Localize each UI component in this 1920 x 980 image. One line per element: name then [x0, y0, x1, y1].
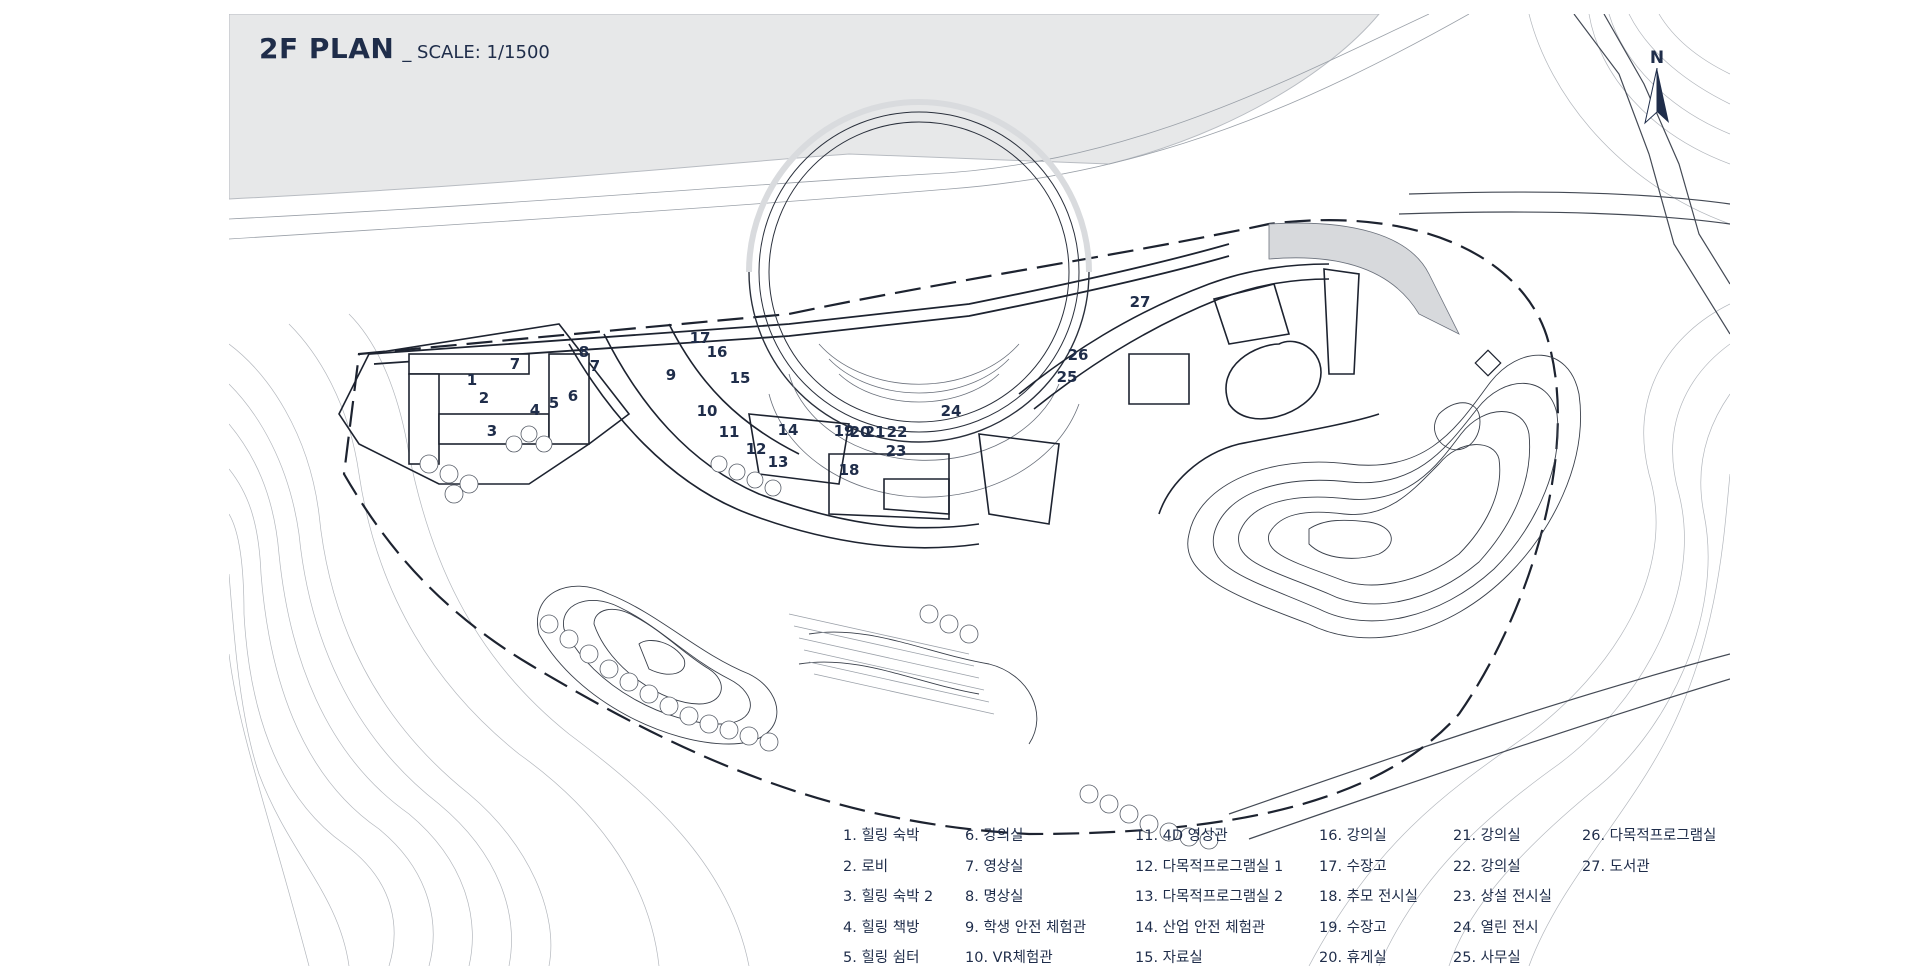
water-area [229, 14, 1380, 200]
title-block: 2F PLAN _ SCALE: 1/1500 [259, 32, 550, 65]
room-label-15: 15 [729, 369, 751, 387]
main-building-arc [568, 323, 1060, 549]
legend-column: 11. 4D 영상관 12. 다목적프로그램실 1 13. 다목적프로그램실 2… [1135, 826, 1283, 966]
legend-item: 1. 힐링 숙박 [843, 828, 920, 844]
legend-item: 20. 휴게실 [1319, 950, 1387, 966]
contour-lines-right [1308, 14, 1730, 966]
room-label-21: 21 [864, 423, 886, 441]
legend-item: 21. 강의실 [1453, 828, 1521, 844]
contour-lines-left [229, 313, 750, 966]
room-label-26: 26 [1067, 346, 1089, 364]
legend-item: 22. 강의실 [1453, 858, 1521, 875]
room-label-14: 14 [777, 421, 799, 439]
legend-column: 6. 강의실 7. 영상실 8. 명상실 9. 학생 안전 체험관 10. VR… [965, 826, 1086, 966]
north-arrow-icon [1644, 68, 1669, 125]
room-label-8: 8 [578, 343, 590, 361]
legend-item: 2. 로비 [843, 858, 889, 875]
legend-column: 21. 강의실 22. 강의실 23. 상설 전시실 24. 열린 전시 25.… [1453, 826, 1552, 966]
legend-item: 4. 힐링 책방 [843, 919, 920, 936]
shore-lines [229, 14, 1470, 240]
room-label-20: 20 [849, 423, 871, 441]
plan-sheet: 2F PLAN _ SCALE: 1/1500 N 1 2 3 4 5 6 7 7… [229, 14, 1730, 966]
room-label-27: 27 [1129, 293, 1151, 311]
trees [419, 425, 1219, 850]
lower-garden [537, 585, 1038, 745]
legend-item: 11. 4D 영상관 [1135, 828, 1228, 844]
room-label-24: 24 [940, 402, 962, 420]
room-label-7a: 7 [509, 355, 521, 373]
room-label-9: 9 [665, 366, 677, 384]
room-label-3: 3 [486, 422, 498, 440]
room-label-25: 25 [1056, 368, 1078, 386]
seating-arcs [768, 343, 1080, 498]
room-label-10: 10 [696, 402, 718, 420]
room-label-6: 6 [567, 387, 579, 405]
legend-item: 16. 강의실 [1319, 828, 1387, 844]
road [1228, 14, 1730, 840]
legend-item: 18. 추모 전시실 [1319, 889, 1418, 905]
north-arrow: N [1637, 48, 1677, 128]
room-label-23: 23 [885, 442, 907, 460]
room-label-16: 16 [706, 343, 728, 361]
legend-column: 1. 힐링 숙박 2. 로비 3. 힐링 숙박 2 4. 힐링 책방 5. 힐링… [843, 826, 933, 966]
room-label-2: 2 [478, 389, 490, 407]
planted-strip [1268, 222, 1460, 335]
site-plan-drawing [229, 14, 1730, 966]
room-label-19: 19 [833, 422, 855, 440]
legend-item: 19. 수장고 [1319, 919, 1387, 936]
room-label-1: 1 [466, 371, 478, 389]
site-boundary [342, 219, 1559, 836]
legend-item: 15. 자료실 [1135, 950, 1203, 966]
legend-item: 5. 힐링 쉼터 [843, 950, 920, 966]
legend-item: 9. 학생 안전 체험관 [965, 919, 1087, 936]
north-label: N [1649, 48, 1665, 68]
legend-item: 8. 명상실 [965, 889, 1024, 905]
legend-item: 13. 다목적프로그램실 2 [1135, 889, 1284, 905]
hill-contours [1187, 354, 1581, 639]
plan-title: 2F PLAN [259, 32, 395, 65]
legend-item: 23. 상설 전시실 [1453, 889, 1552, 905]
room-label-22: 22 [886, 423, 908, 441]
legend-column: 26. 다목적프로그램실 27. 도서관 [1582, 826, 1716, 887]
legend-item: 26. 다목적프로그램실 [1582, 828, 1717, 844]
east-wing [1018, 263, 1380, 515]
marker-square [1474, 349, 1502, 377]
legend-item: 14. 산업 안전 체험관 [1135, 919, 1266, 936]
bridge-lines [368, 243, 1230, 365]
room-label-13: 13 [767, 453, 789, 471]
room-label-17: 17 [689, 329, 711, 347]
circular-atrium [746, 99, 1092, 443]
legend-item: 12. 다목적프로그램실 1 [1135, 858, 1284, 875]
legend-item: 6. 강의실 [965, 828, 1024, 844]
room-label-4: 4 [529, 401, 541, 419]
legend-column: 16. 강의실 17. 수장고 18. 추모 전시실 19. 수장고 20. 휴… [1319, 826, 1418, 966]
legend-item: 7. 영상실 [965, 858, 1024, 875]
legend-item: 17. 수장고 [1319, 858, 1387, 875]
legend-item: 10. VR체험관 [965, 950, 1053, 966]
plaza-steps [788, 613, 995, 715]
room-label-18: 18 [838, 461, 860, 479]
room-label-12: 12 [745, 440, 767, 458]
room-label-5: 5 [548, 394, 560, 412]
room-label-7b: 7 [589, 357, 601, 375]
legend-item: 3. 힐링 숙박 2 [843, 889, 934, 905]
legend-item: 24. 열린 전시 [1453, 919, 1539, 936]
plan-scale: _ SCALE: 1/1500 [402, 42, 550, 63]
room-label-11: 11 [718, 423, 740, 441]
legend-item: 27. 도서관 [1582, 858, 1650, 875]
legend-item: 25. 사무실 [1453, 950, 1521, 966]
